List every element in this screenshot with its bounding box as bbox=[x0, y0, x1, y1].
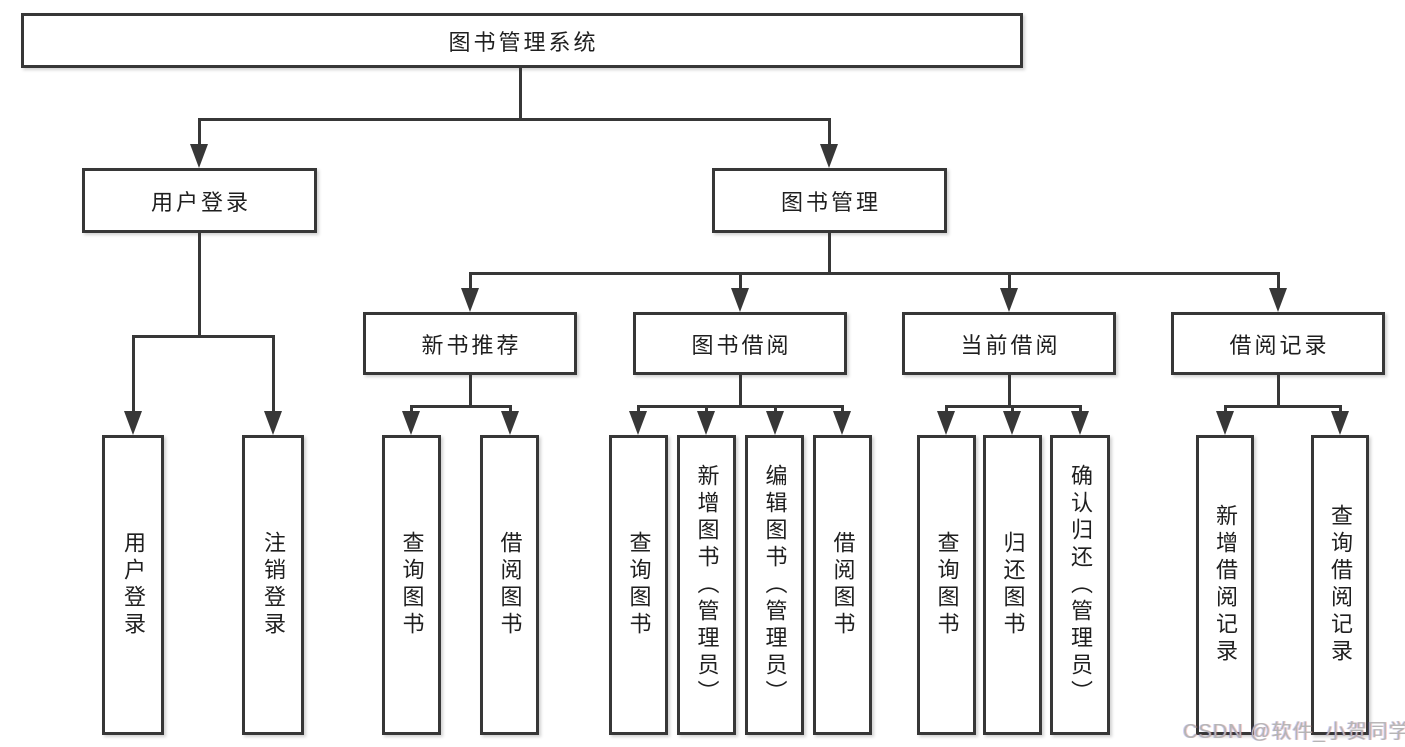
arrow-down-icon bbox=[264, 411, 282, 435]
leaf-query-books-recommend: 查询图书 bbox=[382, 435, 441, 735]
connector-line bbox=[1008, 375, 1011, 408]
leaf-borrow-books-borrowing: 借阅图书 bbox=[813, 435, 872, 735]
arrow-down-icon bbox=[937, 411, 955, 435]
connector-line bbox=[1224, 405, 1342, 408]
node-user-login: 用户登录 bbox=[82, 168, 317, 233]
arrow-down-icon bbox=[1216, 411, 1234, 435]
arrow-down-icon bbox=[1003, 411, 1021, 435]
connector-line bbox=[1339, 405, 1342, 415]
node-new-book-recommend: 新书推荐 bbox=[363, 312, 577, 375]
node-library-system: 图书管理系统 bbox=[21, 13, 1023, 68]
connector-line bbox=[739, 375, 742, 408]
connector-line bbox=[1008, 272, 1011, 292]
connector-line bbox=[132, 335, 275, 338]
connector-line bbox=[198, 118, 831, 121]
connector-line bbox=[637, 405, 640, 415]
connector-line bbox=[945, 405, 948, 415]
connector-line bbox=[132, 335, 135, 415]
leaf-add-books-admin: 新增图书（管理员） bbox=[677, 435, 736, 735]
connector-line bbox=[774, 405, 777, 415]
leaf-confirm-return-admin: 确认归还（管理员） bbox=[1050, 435, 1110, 735]
arrow-down-icon bbox=[1269, 288, 1287, 312]
connector-line bbox=[1277, 375, 1280, 408]
leaf-query-books-borrowing: 查询图书 bbox=[609, 435, 668, 735]
arrow-down-icon bbox=[697, 411, 715, 435]
arrow-down-icon bbox=[190, 144, 208, 168]
arrow-down-icon bbox=[629, 411, 647, 435]
connector-line bbox=[198, 118, 201, 148]
watermark: CSDN @软件_小贺同学 bbox=[1183, 721, 1405, 743]
arrow-down-icon bbox=[1071, 411, 1089, 435]
leaf-query-borrow-record: 查询借阅记录 bbox=[1311, 435, 1369, 735]
arrow-down-icon bbox=[820, 144, 838, 168]
connector-line bbox=[1277, 272, 1280, 292]
node-current-borrowing: 当前借阅 bbox=[902, 312, 1116, 375]
connector-line bbox=[509, 405, 512, 415]
connector-line bbox=[519, 68, 522, 121]
leaf-user-login: 用户登录 bbox=[102, 435, 164, 735]
arrow-down-icon bbox=[1331, 411, 1349, 435]
leaf-logout: 注销登录 bbox=[242, 435, 304, 735]
connector-line bbox=[828, 118, 831, 148]
leaf-add-borrow-record: 新增借阅记录 bbox=[1196, 435, 1254, 735]
arrow-down-icon bbox=[402, 411, 420, 435]
leaf-borrow-books-recommend: 借阅图书 bbox=[480, 435, 539, 735]
arrow-down-icon bbox=[461, 288, 479, 312]
connector-line bbox=[469, 375, 472, 408]
connector-line bbox=[469, 272, 1280, 275]
arrow-down-icon bbox=[1000, 288, 1018, 312]
connector-line bbox=[1011, 405, 1014, 415]
connector-line bbox=[637, 405, 844, 408]
node-book-management: 图书管理 bbox=[712, 168, 947, 233]
connector-line bbox=[410, 405, 511, 408]
leaf-return-books: 归还图书 bbox=[983, 435, 1042, 735]
connector-line bbox=[198, 233, 201, 338]
connector-line bbox=[1079, 405, 1082, 415]
connector-line bbox=[1224, 405, 1227, 415]
arrow-down-icon bbox=[766, 411, 784, 435]
connector-line bbox=[272, 335, 275, 415]
connector-line bbox=[410, 405, 413, 415]
arrow-down-icon bbox=[833, 411, 851, 435]
connector-line bbox=[469, 272, 472, 292]
node-book-borrowing: 图书借阅 bbox=[633, 312, 847, 375]
arrow-down-icon bbox=[501, 411, 519, 435]
leaf-query-books-current: 查询图书 bbox=[917, 435, 976, 735]
arrow-down-icon bbox=[124, 411, 142, 435]
connector-line bbox=[841, 405, 844, 415]
arrow-down-icon bbox=[731, 288, 749, 312]
leaf-edit-books-admin: 编辑图书（管理员） bbox=[745, 435, 804, 735]
node-borrow-records: 借阅记录 bbox=[1171, 312, 1385, 375]
connector-line bbox=[739, 272, 742, 292]
connector-line bbox=[828, 233, 831, 275]
connector-line bbox=[705, 405, 708, 415]
